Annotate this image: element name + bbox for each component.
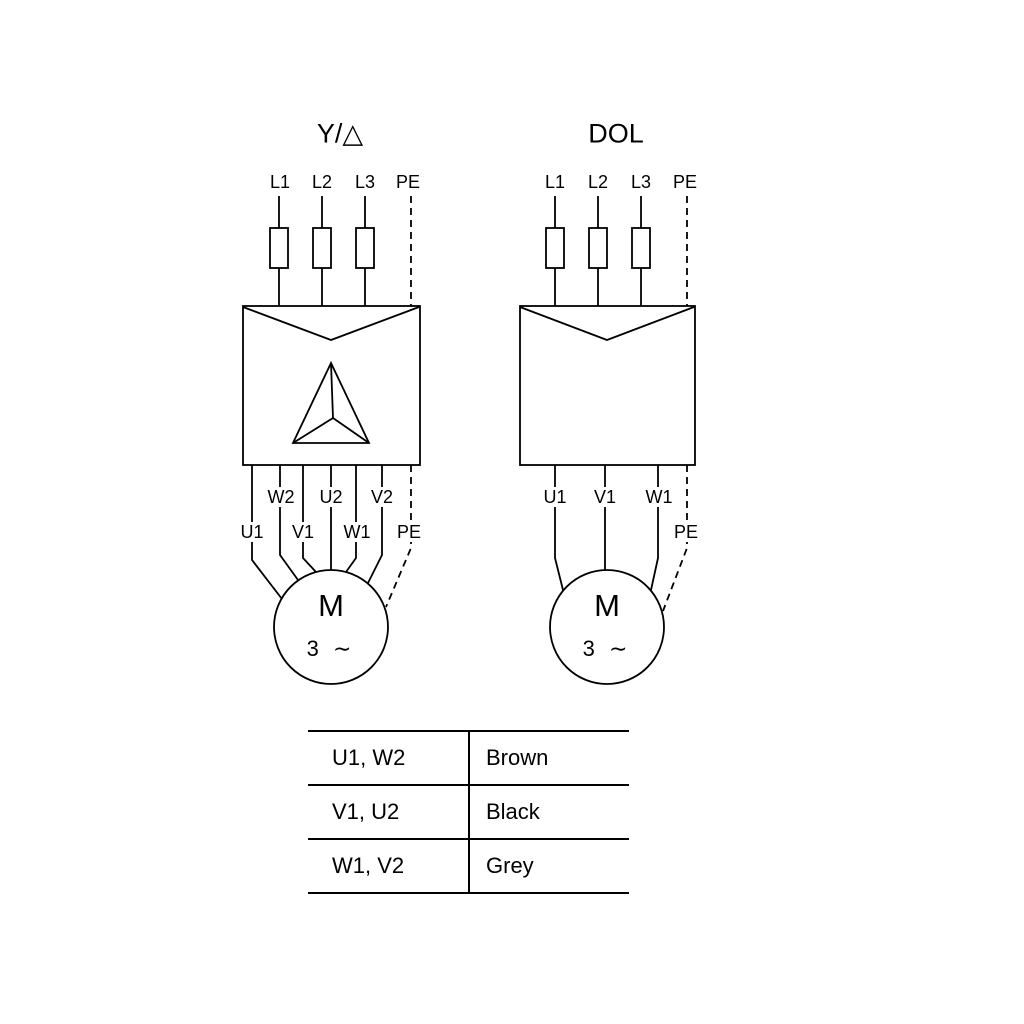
fuse-icon [631,227,651,269]
table-row: W1, V2 Grey [308,840,629,894]
terminals-cell: W1, V2 [332,853,405,878]
lead-label-pe: PE [392,522,426,542]
motor-label: M [594,588,620,623]
wire-w1 [650,465,659,591]
color-cell: Black [468,786,629,838]
lead-label-w2: W2 [263,487,299,507]
motor-circle [273,569,389,685]
terminal-label-l2: L2 [307,172,337,192]
dol-circuit [519,196,696,685]
fuse-icon [312,227,332,269]
fuse-icon [588,227,608,269]
terminals-cell: U1, W2 [332,745,406,770]
color-code-table: U1, W2 Brown V1, U2 Black W1, V2 Grey [308,730,629,894]
delta-icon [291,360,371,444]
lead-label-pe: PE [669,522,703,542]
starter-box [519,305,696,466]
lead-label-u1: U1 [236,522,268,542]
fuse-icon [355,227,375,269]
ydelta-title: Y/△ [316,118,364,149]
lead-label-w1: W1 [339,522,375,542]
table-row: V1, U2 Black [308,786,629,840]
lead-label-v1: V1 [287,522,319,542]
terminal-label-l3: L3 [626,172,656,192]
terminal-label-l1: L1 [265,172,295,192]
lead-label-u1: U1 [539,487,571,507]
fuse-icon [269,227,289,269]
motor-circle [549,569,665,685]
fuse-icon [545,227,565,269]
table-row: U1, W2 Brown [308,732,629,786]
pe-dashed-wire [385,465,412,608]
color-cell: Grey [468,840,629,892]
motor-phase-label: 3 ∼ [306,636,356,661]
color-cell: Brown [468,732,629,784]
terminal-label-pe: PE [668,172,702,192]
terminal-label-l1: L1 [540,172,570,192]
terminals-cell: V1, U2 [332,799,400,824]
motor-phase-label: 3 ∼ [582,636,632,661]
lead-label-v1: V1 [589,487,621,507]
dol-title: DOL [588,118,644,149]
lead-label-v2: V2 [366,487,398,507]
motor-label: M [318,588,344,623]
pe-dashed-wire [662,465,688,612]
terminal-label-l2: L2 [583,172,613,192]
wire-v1 [302,465,317,573]
lead-label-u2: U2 [315,487,347,507]
wire-w1 [345,465,357,573]
wire-u1 [251,465,283,600]
lead-label-w1: W1 [641,487,677,507]
chevron-icon [519,306,695,341]
wire-u1 [554,465,564,591]
terminal-label-pe: PE [391,172,425,192]
terminal-label-l3: L3 [350,172,380,192]
chevron-icon [242,306,420,341]
ydelta-circuit [242,196,421,685]
